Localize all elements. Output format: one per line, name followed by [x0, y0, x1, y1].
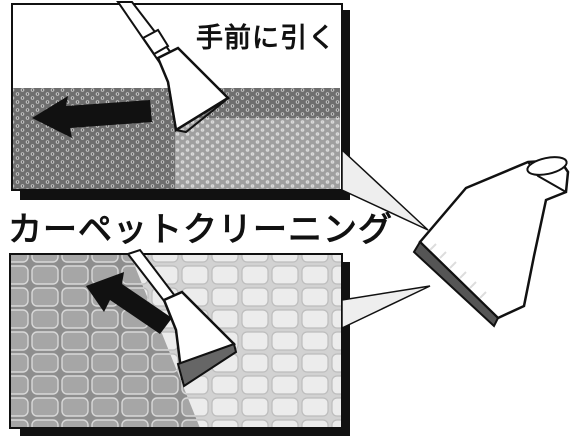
vacuum-nozzle-icon	[126, 248, 238, 388]
arrow-left-icon	[32, 96, 152, 138]
carpet-surface-cleaned	[175, 118, 340, 190]
carpet-panel-border	[11, 3, 343, 191]
tile-panel-border	[9, 253, 343, 429]
arrow-up-left-icon	[86, 272, 172, 334]
beam-bottom	[341, 285, 431, 330]
beam-top	[341, 148, 429, 231]
page-title: カーペットクリーニング	[8, 210, 393, 250]
carpet-panel	[11, 1, 350, 200]
tile-panel	[9, 248, 350, 436]
vacuum-nozzle-icon	[116, 1, 231, 134]
pull-toward-label: 手前に引く	[196, 23, 336, 54]
nozzle-detail-icon	[412, 156, 570, 328]
tile-surface-gray	[10, 254, 200, 428]
